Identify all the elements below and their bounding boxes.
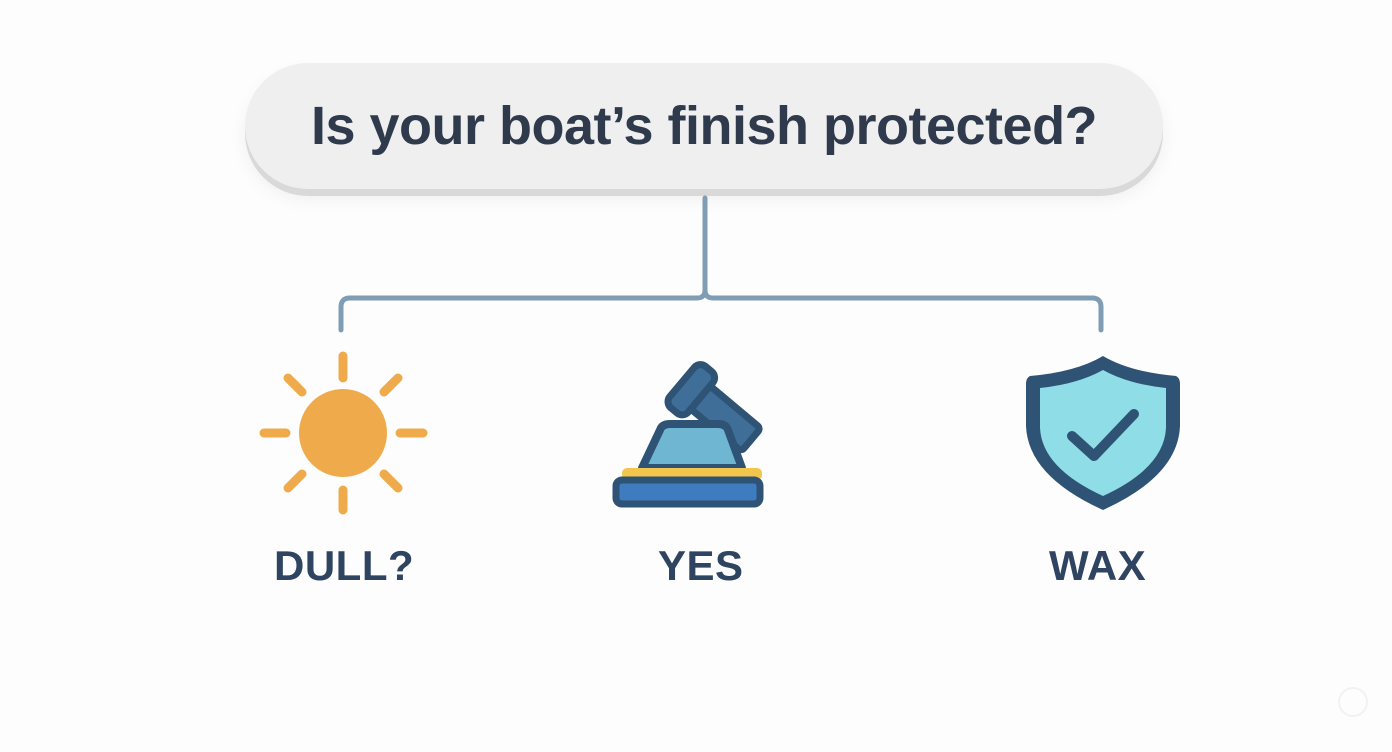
question-text: Is your boat’s finish protected? (310, 96, 1098, 156)
option-label-wax: WAX (1049, 542, 1147, 589)
option-label-dull: DULL? (274, 542, 415, 589)
sun-icon (259, 351, 428, 515)
polisher-icon (612, 361, 764, 508)
watermark-icon (1338, 687, 1368, 717)
question-box: Is your boat’s finish protected? (245, 63, 1163, 189)
option-label-yes: YES (658, 542, 744, 589)
shield-check-icon (1026, 356, 1180, 510)
